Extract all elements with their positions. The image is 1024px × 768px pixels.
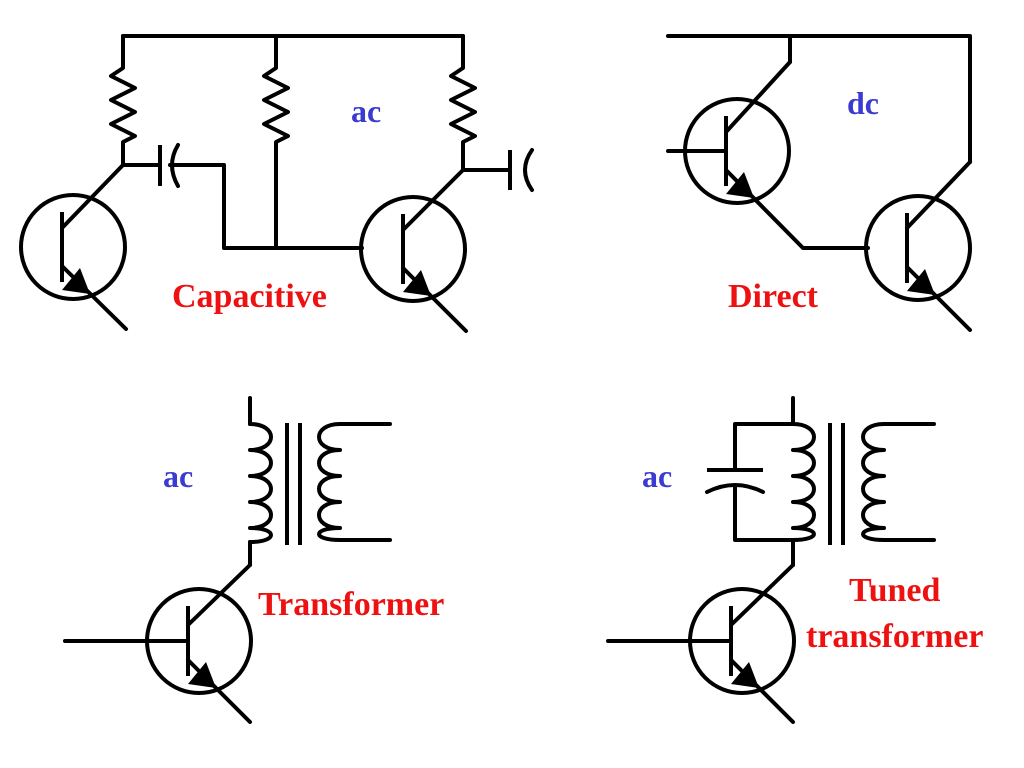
capacitive-transistor-2 — [359, 168, 468, 333]
capacitive-transistor-1 — [19, 163, 128, 331]
tuned-signal-label: ac — [642, 458, 673, 494]
tuned-primary-coil — [791, 396, 816, 567]
tuned-label-line-1: Tuned — [849, 572, 941, 609]
transformer-signal-label: ac — [163, 458, 194, 494]
capacitive-collector-resistor-2 — [449, 34, 477, 172]
capacitive-signal-label: ac — [351, 93, 382, 129]
transformer-coupling-label: Transformer — [258, 586, 445, 623]
transformer-primary-coil — [248, 396, 273, 567]
direct-coupling-label: Direct — [728, 278, 818, 315]
capacitive-collector-resistor-1 — [109, 34, 137, 167]
transformer-coupling-circuit — [63, 396, 392, 724]
transformer-core — [285, 423, 302, 545]
tuned-transformer-coupling-label: Tuned transformer — [806, 568, 983, 660]
tuned-label-line-2: transformer — [806, 617, 984, 655]
tuned-secondary-coil — [861, 422, 936, 542]
transformer-transistor — [63, 563, 253, 724]
direct-coupling-circuit — [666, 34, 972, 332]
direct-transistor-1 — [666, 60, 870, 250]
direct-transistor-2 — [864, 160, 972, 332]
tuned-transistor — [606, 563, 796, 724]
capacitive-coupling-circuit — [19, 34, 534, 333]
tuned-transformer-core — [828, 423, 845, 545]
capacitive-bias-resistor — [262, 34, 290, 250]
direct-signal-label: dc — [847, 85, 879, 121]
capacitive-output-capacitor — [461, 148, 534, 192]
tuning-capacitor — [705, 422, 795, 542]
capacitive-coupling-capacitor — [121, 143, 364, 250]
direct-supply-rail — [666, 34, 972, 164]
capacitive-coupling-label: Capacitive — [172, 278, 327, 315]
tuned-transformer-coupling-circuit — [606, 396, 936, 724]
transformer-secondary-coil — [317, 422, 392, 542]
